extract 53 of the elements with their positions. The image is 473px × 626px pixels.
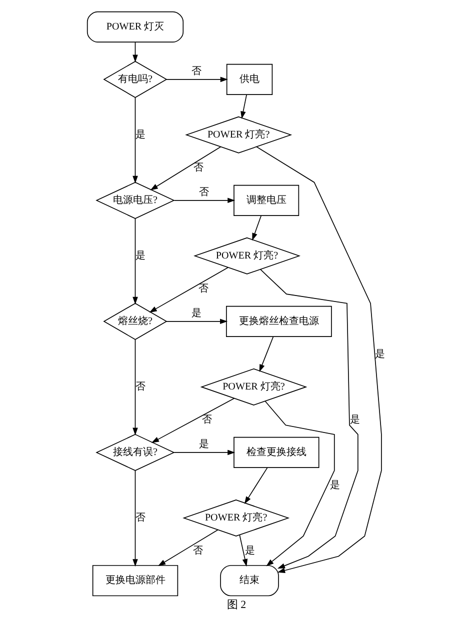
node-box: 更换熔丝检查电源	[226, 306, 332, 337]
edge-label: 是	[198, 439, 209, 450]
node-box: 结束	[220, 565, 279, 596]
arrow	[166, 318, 228, 324]
arrow	[132, 42, 138, 62]
arrow	[259, 336, 274, 372]
arrow	[132, 339, 138, 436]
arrow	[174, 450, 236, 456]
arrow	[260, 268, 358, 569]
edge-label: 是	[136, 129, 146, 140]
arrow	[149, 267, 228, 313]
caption: 图 2	[226, 598, 246, 611]
edge-label: 是	[136, 250, 146, 262]
node-diamond: POWER 灯亮?	[200, 368, 308, 406]
arrow	[239, 534, 248, 567]
node-box: 更换电源部件	[92, 565, 178, 596]
node-diamond: 熔丝烧?	[103, 302, 168, 340]
arrow	[240, 94, 248, 119]
arrow	[132, 218, 138, 304]
edge-label: 否	[202, 414, 212, 426]
node-box: 调整电压	[234, 184, 300, 216]
node-box: 检查更换接线	[234, 436, 320, 468]
edge-label: 否	[198, 187, 209, 198]
arrow	[132, 97, 138, 184]
edge-label: 是	[330, 480, 340, 491]
edge-label: 否	[136, 512, 146, 524]
edge-label: 否	[198, 283, 209, 294]
arrow	[166, 76, 228, 82]
arrow	[252, 215, 262, 241]
arrow	[151, 398, 235, 443]
edge-label: 否	[192, 545, 203, 556]
edge-label: 否	[136, 382, 146, 393]
node-box: POWER 灯灭	[86, 11, 184, 42]
node-diamond: 电源电压?	[96, 182, 175, 219]
edge-label: 否	[192, 66, 202, 78]
edge-label: 否	[194, 162, 204, 174]
edge-label: 是	[191, 308, 202, 320]
edge-label: 是	[375, 348, 386, 360]
arrow	[264, 400, 335, 566]
node-diamond: POWER 灯亮?	[185, 116, 292, 154]
arrow	[256, 146, 382, 574]
node-diamond: POWER 灯亮?	[182, 500, 290, 537]
node-diamond: 接线有误?	[96, 434, 175, 471]
arrow	[158, 529, 218, 566]
node-diamond: POWER 灯亮?	[194, 237, 300, 274]
node-box: 供电	[226, 64, 273, 95]
arrow	[132, 470, 138, 567]
arrow	[244, 467, 268, 504]
edge-label: 是	[244, 545, 255, 556]
edge-label: 是	[350, 414, 360, 426]
arrow	[174, 198, 236, 204]
node-diamond: 有电吗?	[103, 60, 168, 98]
arrow	[150, 146, 222, 190]
